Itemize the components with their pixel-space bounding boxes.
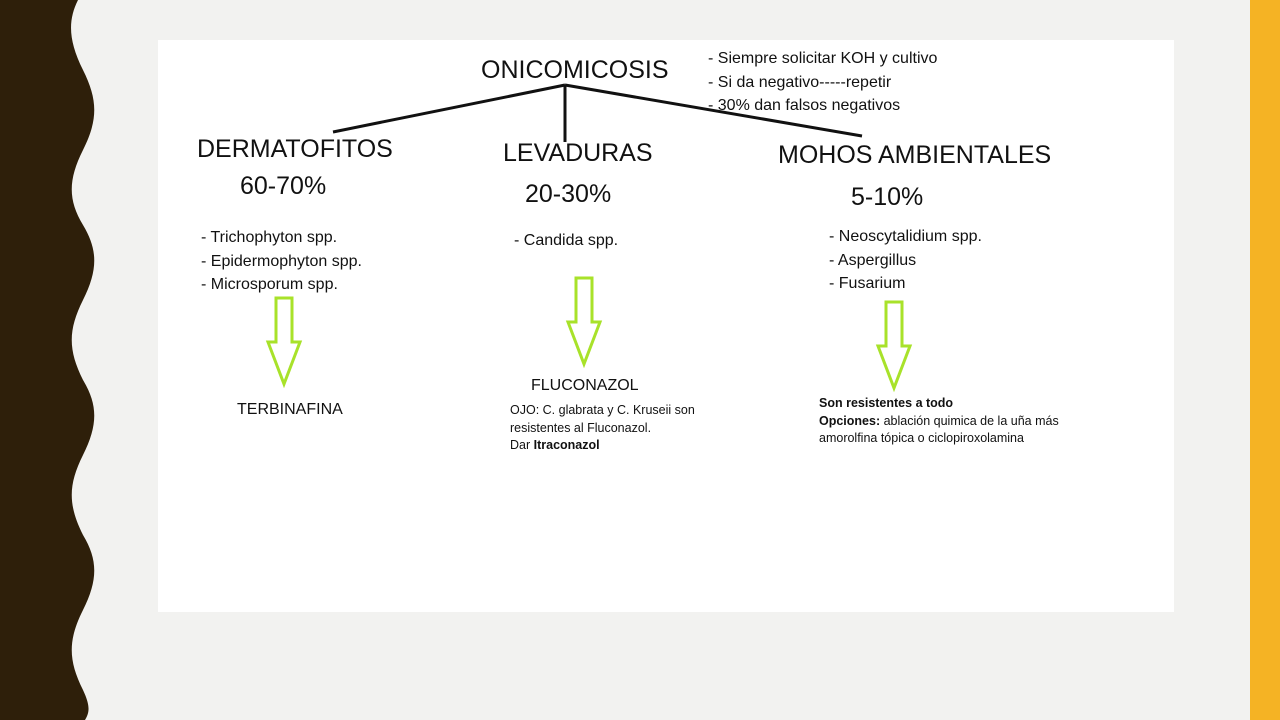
detail-line: amorolfina tópica o ciclopiroxolamina (819, 431, 1024, 445)
left-wavy-band (0, 0, 95, 720)
note-item: - Si da negativo-----repetir (708, 73, 892, 91)
treatment-fluconazol: FLUCONAZOL (531, 377, 639, 394)
category-dermatofitos-items: - Trichophyton spp. - Epidermophyton spp… (201, 226, 362, 297)
arrow-levaduras (565, 276, 603, 369)
category-dermatofitos-percent: 60-70% (240, 172, 327, 200)
category-levaduras-name: LEVADURAS (503, 139, 653, 167)
note-item: - Siempre solicitar KOH y cultivo (708, 50, 938, 67)
treatment-terbinafina: TERBINAFINA (237, 401, 343, 418)
arrow-mohos (875, 300, 913, 393)
detail-line: Dar Itraconazol (510, 438, 600, 452)
detail-line: resistentes al Fluconazol. (510, 420, 652, 435)
list-item: - Microsporum spp. (201, 276, 338, 293)
diagram-title: ONICOMICOSIS (481, 56, 669, 84)
detail-line: Son resistentes a todo (819, 396, 954, 410)
category-mohos-items: - Neoscytalidium spp. - Aspergillus - Fu… (829, 225, 982, 296)
down-arrows (265, 276, 913, 393)
list-item: - Neoscytalidium spp. (829, 228, 982, 245)
category-levaduras-percent: 20-30% (525, 180, 612, 208)
list-item: - Candida spp. (514, 232, 619, 249)
category-mohos-percent: 5-10% (851, 183, 924, 211)
diagram-panel (158, 40, 1174, 612)
category-dermatofitos-name: DERMATOFITOS (197, 135, 393, 163)
list-item: - Aspergillus (829, 251, 917, 269)
list-item: - Fusarium (829, 275, 906, 292)
arrow-dermatofitos (265, 296, 303, 389)
list-item: - Trichophyton spp. (201, 229, 338, 246)
category-levaduras-items: - Candida spp. (514, 229, 618, 253)
itraconazol-label: Itraconazol (533, 438, 600, 452)
tree-lines (332, 83, 863, 142)
line-to-mohos (564, 83, 863, 138)
line-to-dermatofitos (332, 83, 566, 134)
list-item: - Epidermophyton spp. (201, 252, 362, 270)
note-item: - 30% dan falsos negativos (708, 97, 901, 114)
notes-list: - Siempre solicitar KOH y cultivo - Si d… (708, 47, 937, 118)
detail-line: Opciones: ablación quimica de la uña más (819, 413, 1059, 428)
levaduras-detail: OJO: C. glabrata y C. Kruseii son resist… (510, 402, 695, 455)
mohos-detail: Son resistentes a todo Opciones: ablació… (819, 395, 1059, 448)
detail-line: OJO: C. glabrata y C. Kruseii son (510, 403, 695, 417)
category-mohos-name: MOHOS AMBIENTALES (778, 141, 1052, 169)
right-accent-band (1250, 0, 1280, 720)
